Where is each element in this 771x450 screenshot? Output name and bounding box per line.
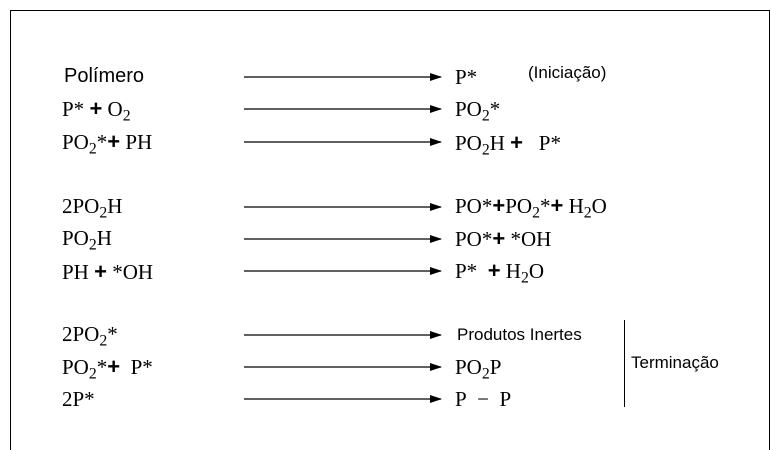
product-po2h-plus-p: PO2H + P* [455, 130, 561, 159]
reactant-2po2h: 2PO2H [62, 194, 123, 222]
product-po2p: PO2P [455, 355, 502, 383]
product-po-po2-h2o: PO*+PO2*+ H2O [455, 193, 607, 222]
product-p-p: P − P [455, 387, 512, 411]
termination-label: Terminação [631, 353, 719, 372]
product-produtos-inertes: Produtos Inertes [457, 325, 582, 344]
reactant-po2h: PO2H [62, 226, 112, 254]
product-po-plus-oh: PO*+ *OH [455, 226, 552, 251]
reactant-polimero: Polímero [64, 65, 145, 87]
product-p-plus-h2o: P* + H2O [455, 258, 545, 287]
reactant-ph-plus-oh: PH + *OH [62, 259, 154, 284]
product-p-radical-1: P* [455, 65, 478, 89]
reactant-p-plus-o2: P* + O2 [62, 96, 131, 125]
reactant-po2-plus-ph: PO2*+ PH [62, 129, 153, 158]
termination-bracket [624, 320, 625, 407]
reactant-2p-radical: 2P* [62, 387, 95, 411]
reactant-po2-plus-p: PO2*+ P* [62, 354, 153, 383]
product-po2-radical: PO2* [455, 97, 501, 125]
initiation-label: (Iniciação) [528, 63, 607, 82]
reactant-2po2-radical: 2PO2* [62, 322, 118, 350]
diagram-frame [10, 10, 770, 450]
